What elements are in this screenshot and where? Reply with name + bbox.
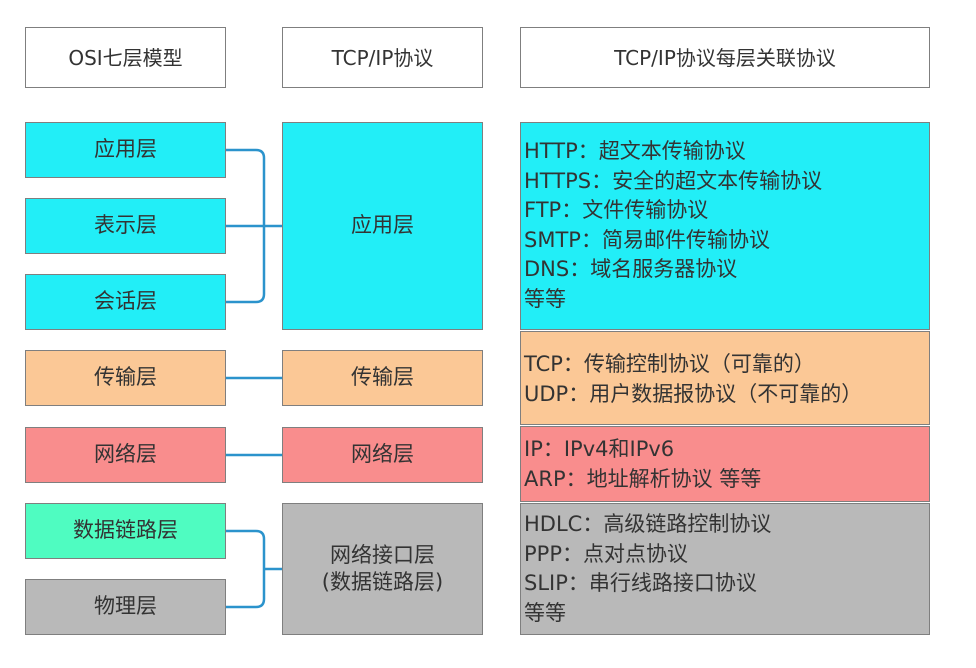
osi-datalink-layer: 数据链路层 — [25, 503, 226, 559]
protocol-arp: ARP：地址解析协议 等等 — [524, 466, 762, 491]
protocol-etc: 等等 — [524, 286, 566, 311]
osi-physical-layer: 物理层 — [25, 579, 226, 635]
connector-netif-bracket — [226, 529, 266, 609]
protocol-https: HTTPS：安全的超文本传输协议 — [524, 168, 823, 193]
tcpip-transport-layer: 传输层 — [282, 350, 483, 406]
osi-presentation-layer: 表示层 — [25, 198, 226, 254]
osi-application-layer: 应用层 — [25, 122, 226, 178]
tcpip-network-interface-layer: 网络接口层 (数据链路层) — [282, 503, 483, 635]
osi-session-layer: 会话层 — [25, 274, 226, 330]
protocol-http: HTTP：超文本传输协议 — [524, 139, 746, 163]
protocol-ip: IP：IPv4和IPv6 — [524, 437, 675, 461]
protocol-slip: SLIP：串行线路接口协议 — [524, 571, 757, 595]
protocol-smtp: SMTP：简易邮件传输协议 — [524, 227, 770, 252]
netif-subtitle: (数据链路层) — [321, 570, 444, 594]
protocol-ftp: FTP：文件传输协议 — [524, 198, 709, 222]
header-osi-model: OSI七层模型 — [25, 27, 226, 88]
header-tcpip-protocol: TCP/IP协议 — [282, 27, 483, 88]
network-protocols: IP：IPv4和IPv6 ARP：地址解析协议 等等 — [520, 426, 930, 502]
header-related-protocols: TCP/IP协议每层关联协议 — [520, 27, 930, 88]
osi-transport-layer: 传输层 — [25, 350, 226, 406]
protocol-hdlc: HDLC：高级链路控制协议 — [524, 512, 772, 536]
protocol-netif-etc: 等等 — [524, 600, 566, 625]
protocol-dns: DNS：域名服务器协议 — [524, 257, 738, 281]
tcpip-application-layer: 应用层 — [282, 122, 483, 330]
transport-protocols: TCP：传输控制协议（可靠的） UDP：用户数据报协议（不可靠的） — [520, 331, 930, 425]
tcpip-network-layer: 网络层 — [282, 427, 483, 483]
protocol-tcp: TCP：传输控制协议（可靠的） — [524, 352, 815, 376]
osi-network-layer: 网络层 — [25, 427, 226, 483]
network-interface-protocols: HDLC：高级链路控制协议 PPP：点对点协议 SLIP：串行线路接口协议 等等 — [520, 503, 930, 635]
protocol-udp: UDP：用户数据报协议（不可靠的） — [524, 381, 863, 406]
netif-title: 网络接口层 — [330, 542, 435, 567]
protocol-ppp: PPP：点对点协议 — [524, 541, 688, 566]
application-protocols: HTTP：超文本传输协议 HTTPS：安全的超文本传输协议 FTP：文件传输协议… — [520, 122, 930, 330]
